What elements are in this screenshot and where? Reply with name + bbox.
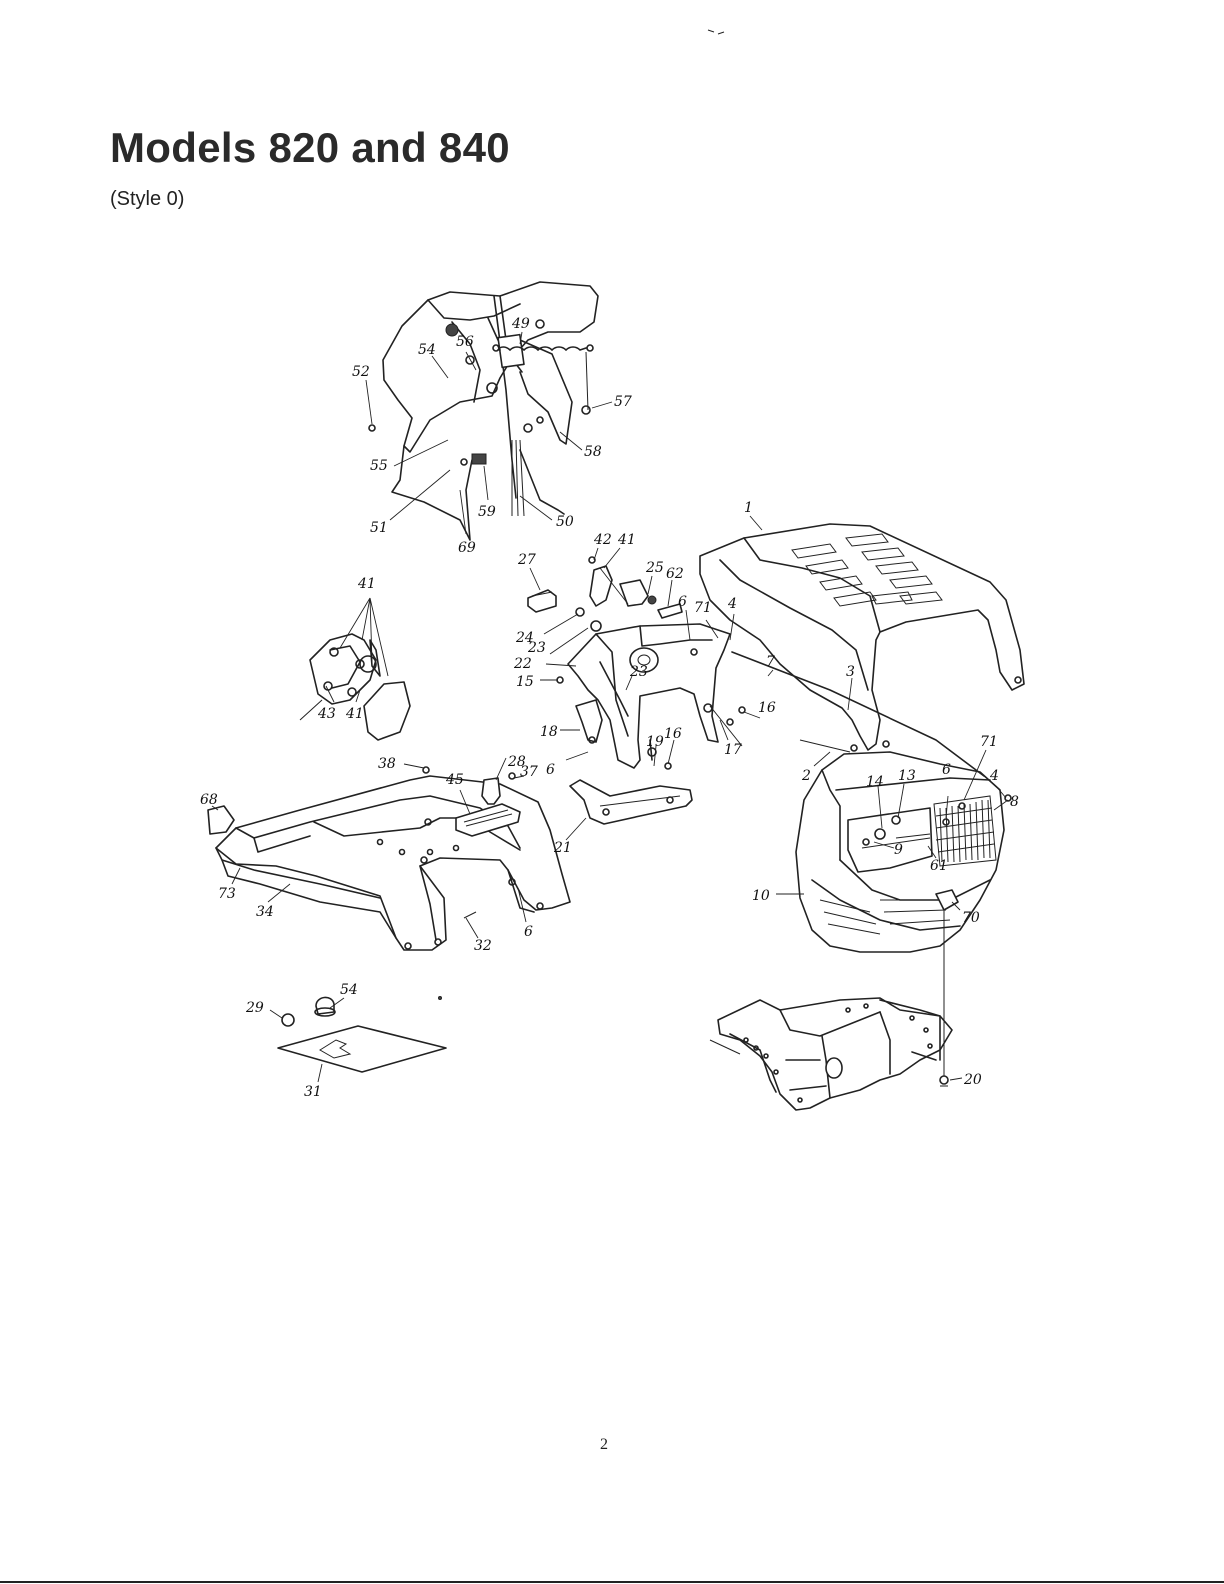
callout-15: 15: [516, 674, 534, 690]
leader-lines: [211, 331, 1009, 1083]
page-title: Models 820 and 840: [110, 124, 510, 171]
callout-1: 1: [744, 500, 753, 516]
callout-41: 41: [617, 532, 636, 548]
callout-42: 42: [593, 532, 612, 548]
hood-vents: [791, 533, 943, 607]
callout-61: 61: [930, 858, 948, 874]
callout-41: 41: [357, 576, 376, 592]
callout-4: 4: [727, 596, 737, 612]
callout-29: 29: [245, 1000, 264, 1016]
callout-58: 58: [584, 444, 602, 460]
callout-69: 69: [458, 540, 476, 556]
callout-55: 55: [370, 458, 388, 474]
callout-50: 50: [556, 514, 574, 530]
callout-34: 34: [256, 904, 274, 920]
callout-68: 68: [200, 792, 218, 808]
callout-13: 13: [898, 768, 916, 784]
callout-45: 45: [445, 772, 464, 788]
fender-assembly: [207, 766, 571, 951]
frame: [709, 910, 953, 1111]
callout-27: 27: [517, 552, 536, 568]
callout-37: 37: [520, 764, 538, 780]
callout-54: 54: [340, 982, 358, 998]
callout-23: 23: [629, 664, 648, 680]
front-grille: [795, 751, 1012, 953]
callout-21: 21: [553, 840, 572, 856]
callout-16: 16: [758, 700, 776, 716]
callout-10: 10: [752, 888, 770, 904]
callout-6: 6: [678, 594, 687, 610]
callout-38: 38: [378, 756, 396, 772]
hood-rod: [731, 651, 985, 777]
callout-32: 32: [474, 938, 492, 954]
hood: [699, 523, 1025, 751]
callout-labels: 49 56 54 52 57 58 55 51 59 50 69 1 42 41…: [200, 316, 1019, 1100]
callout-6: 6: [942, 762, 951, 778]
callout-17: 17: [724, 742, 742, 758]
callout-54: 54: [418, 342, 436, 358]
callout-71: 71: [980, 734, 998, 750]
dash-panel: [527, 556, 746, 825]
bottom-rule: [0, 1581, 1224, 1583]
callout-25: 25: [645, 560, 664, 576]
callout-6: 6: [524, 924, 533, 940]
callout-73: 73: [218, 886, 236, 902]
callout-4: 4: [989, 768, 999, 784]
callout-59: 59: [478, 504, 496, 520]
callout-52: 52: [352, 364, 370, 380]
callout-7: 7: [766, 654, 775, 670]
dash-console-assembly: [368, 281, 599, 541]
floor-plate-assembly: [277, 996, 447, 1073]
callout-71: 71: [694, 600, 712, 616]
callout-57: 57: [614, 394, 632, 410]
callout-43: 43: [317, 706, 336, 722]
callout-49: 49: [511, 316, 530, 332]
callout-22: 22: [513, 656, 532, 672]
callout-6: 6: [546, 762, 555, 778]
callout-51: 51: [370, 520, 388, 536]
callout-18: 18: [540, 724, 558, 740]
callout-8: 8: [1010, 794, 1019, 810]
callout-31: 31: [304, 1084, 322, 1100]
callout-62: 62: [666, 566, 684, 582]
lift-bracket: [299, 633, 411, 741]
page-number: 2: [600, 1436, 608, 1453]
callout-28: 28: [507, 754, 526, 770]
callout-20: 20: [963, 1072, 982, 1088]
callout-3: 3: [846, 664, 855, 680]
callout-70: 70: [962, 910, 980, 926]
callout-19: 19: [646, 734, 664, 750]
callout-2: 2: [801, 768, 811, 784]
grille-mesh: [933, 795, 997, 867]
callout-56: 56: [456, 334, 474, 350]
callout-23: 23: [527, 640, 546, 656]
callout-16: 16: [664, 726, 682, 742]
page-subtitle: (Style 0): [110, 188, 185, 210]
callout-24: 24: [515, 630, 534, 646]
callout-41: 41: [345, 706, 364, 722]
callout-9: 9: [894, 842, 903, 858]
callout-14: 14: [866, 774, 884, 790]
